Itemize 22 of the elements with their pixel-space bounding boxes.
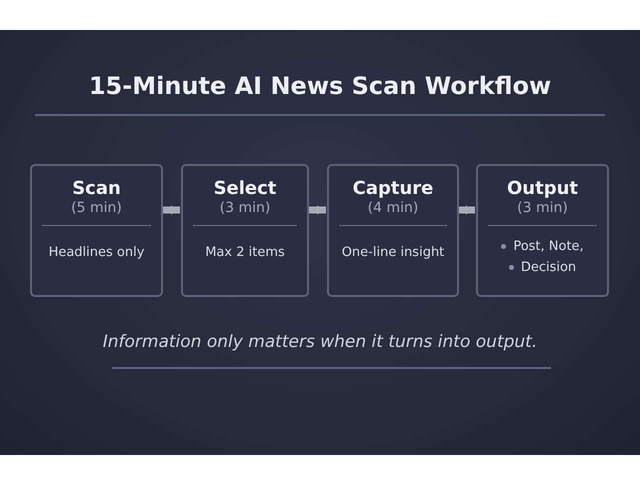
- step-duration: (4 min): [368, 200, 418, 216]
- step-title: Capture: [352, 178, 434, 199]
- step-duration: (5 min): [71, 200, 122, 216]
- step-title: Scan: [72, 178, 121, 199]
- title: 15-Minute AI News Scan Workflow: [88, 72, 552, 100]
- step-title: Output: [506, 178, 578, 199]
- bullet-item: Post, Note,: [513, 238, 584, 256]
- step-description: Headlines only: [48, 244, 144, 262]
- step-duration: (3 min): [220, 200, 270, 216]
- bullet-item: Decision: [520, 259, 576, 277]
- step-title: Select: [214, 178, 276, 199]
- arrow: [309, 206, 326, 214]
- arrow: [459, 206, 475, 214]
- step-description: One-line insight: [342, 244, 444, 262]
- caption: Information only matters when it turns into output.: [102, 332, 538, 352]
- step-card: [327, 164, 459, 297]
- arrow: [163, 206, 180, 214]
- step-card: [476, 164, 609, 297]
- step-card: [30, 164, 163, 297]
- step-duration: (3 min): [517, 200, 568, 216]
- step-card: [181, 164, 309, 297]
- step-description: Max 2 items: [205, 244, 285, 262]
